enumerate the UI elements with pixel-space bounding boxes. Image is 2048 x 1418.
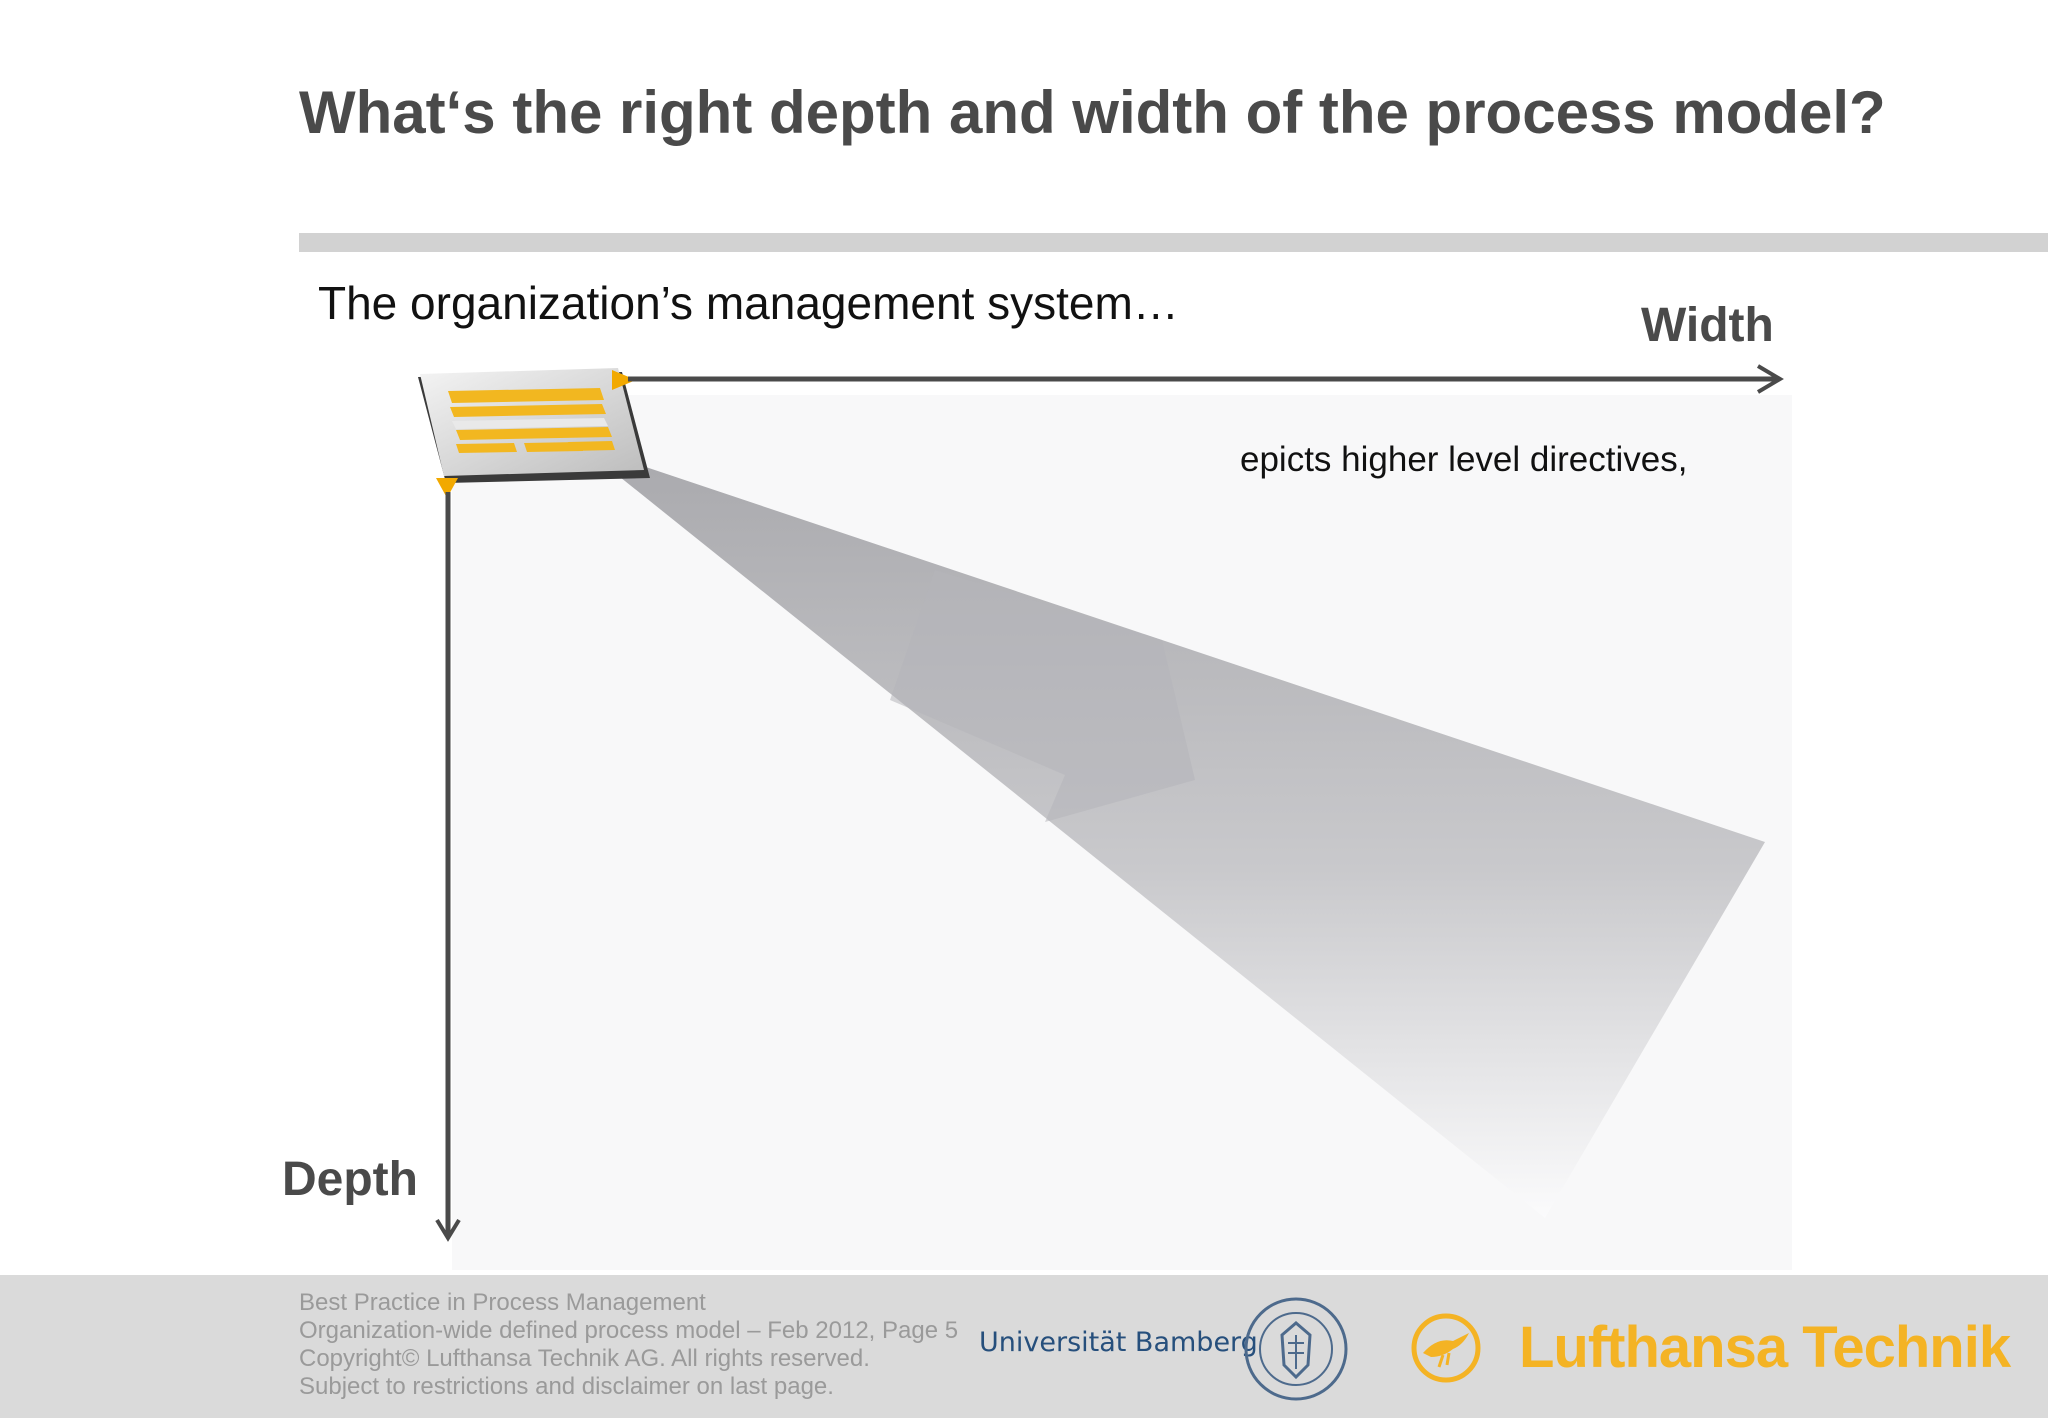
- depth-axis-origin-marker: [436, 478, 458, 498]
- company-name: Lufthansa Technik: [1519, 1315, 2011, 1380]
- slide-title: What‘s the right depth and width of the …: [299, 79, 1886, 146]
- depth-axis: [435, 492, 461, 1242]
- title-divider: [299, 233, 2048, 252]
- process-model-thumbnail: [418, 368, 650, 483]
- width-axis-label: Width: [1641, 299, 1774, 352]
- footer-text: Best Practice in Process Management Orga…: [299, 1289, 958, 1401]
- width-axis-origin-marker: [612, 370, 636, 390]
- university-seal-icon: [1244, 1297, 1348, 1401]
- depth-axis-label: Depth: [282, 1153, 418, 1206]
- footer-line: Best Practice in Process Management: [299, 1289, 706, 1316]
- footer-bar: Best Practice in Process Management Orga…: [0, 1275, 2048, 1418]
- footer-line: Subject to restrictions and disclaimer o…: [299, 1373, 834, 1400]
- depth-width-diagram: [418, 364, 1784, 1242]
- university-name: Universität Bamberg: [979, 1327, 1258, 1358]
- direction-arrow-shape: [890, 570, 1195, 822]
- callout-text: epicts higher level directives,: [1240, 440, 1688, 479]
- projection-beam: [580, 445, 1765, 1218]
- footer-line: Organization-wide defined process model …: [299, 1317, 959, 1344]
- footer-line: Copyright© Lufthansa Technik AG. All rig…: [299, 1345, 870, 1372]
- lufthansa-crane-icon: [1411, 1313, 1481, 1383]
- width-axis: [628, 364, 1784, 394]
- slide-subtitle: The organization’s management system…: [318, 277, 1179, 329]
